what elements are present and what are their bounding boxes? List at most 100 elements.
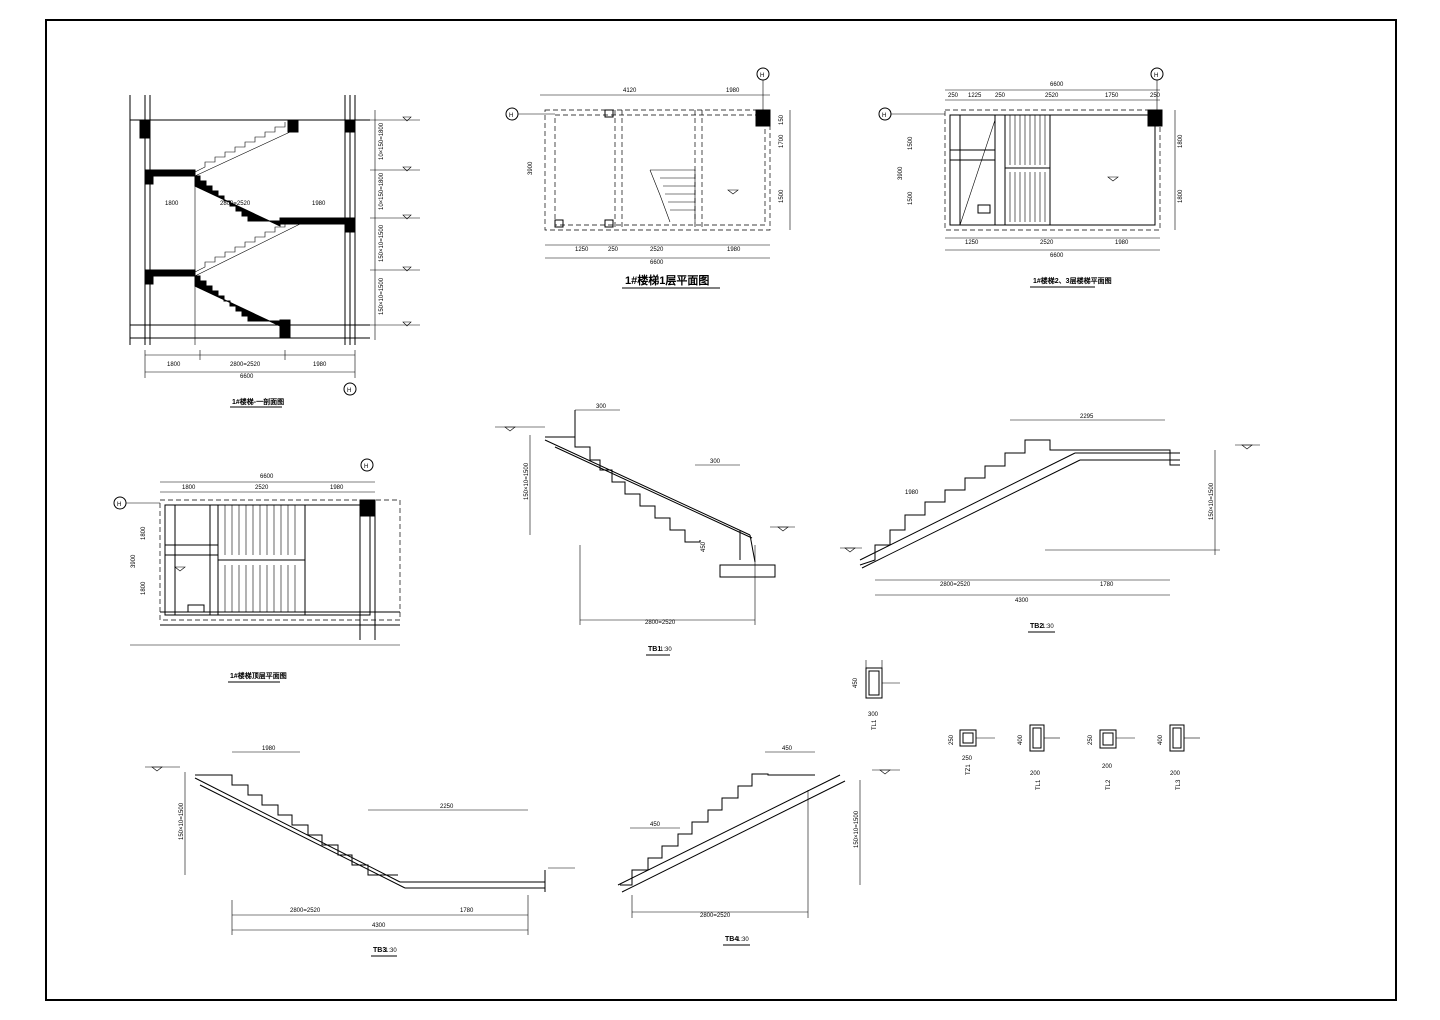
plan-1: 4120 1980 H H 3900 1700 1500 150 bbox=[505, 67, 791, 289]
section-level-1: 10×150=1800 bbox=[379, 122, 385, 160]
tb1-title: TB1 bbox=[648, 646, 661, 653]
plan2-treads-upper bbox=[1009, 115, 1046, 165]
plan3-axis-left-label: H bbox=[117, 502, 121, 508]
beam-2-label: TZ1 bbox=[966, 764, 972, 775]
beam-4-label: TL2 bbox=[1106, 779, 1112, 790]
tb4-dim-3: 2800=2520 bbox=[700, 913, 731, 919]
beam-sections: 450 300 TL1 250 250 TZ1 400 200 TL1 25 bbox=[853, 660, 1200, 790]
plan3-dim-side-2: 3900 bbox=[131, 554, 137, 568]
section-title: 1#楼梯-一剖面图 bbox=[232, 397, 284, 406]
plan1-dim-side-3: 1500 bbox=[779, 189, 785, 203]
plan3-treads bbox=[224, 505, 296, 612]
tb4-dim-4: 150×10=1500 bbox=[854, 810, 860, 848]
plan1-dim-side-4: 150 bbox=[779, 114, 785, 125]
tb1-dim-5: 2800=2520 bbox=[645, 620, 676, 626]
tb4-scale: 1:30 bbox=[737, 937, 749, 943]
beam-1-height: 450 bbox=[853, 677, 859, 688]
tb3-title: TB3 bbox=[373, 947, 386, 954]
tb3-dim-6: 150×10=1500 bbox=[179, 802, 185, 840]
plan2-title: 1#楼梯2、3层楼梯平面图 bbox=[1033, 276, 1112, 285]
section-bottom-dim-2: 2800=2520 bbox=[230, 362, 261, 368]
plan1-dim-bottom-4: 1980 bbox=[727, 247, 741, 253]
tb3-scale: 1:30 bbox=[385, 948, 397, 954]
section-dim-b: 2800=2520 bbox=[220, 201, 251, 207]
beam-section-3: 400 200 TL1 bbox=[1018, 724, 1060, 790]
beam-3-label: TL1 bbox=[1036, 779, 1042, 790]
beam-1-label: TL1 bbox=[872, 719, 878, 730]
section-dim-a: 1800 bbox=[165, 201, 179, 207]
plan2-dim-bottom-3: 1980 bbox=[1115, 240, 1129, 246]
plan2-dim-bottom-total: 6600 bbox=[1050, 253, 1064, 259]
beam-3-height: 400 bbox=[1018, 734, 1024, 745]
tb4-dim-2: 450 bbox=[650, 822, 661, 828]
plan1-dim-top-1: 4120 bbox=[623, 88, 637, 94]
tb2-detail: 2295 1980 150×10=1500 2800=2520 1780 430… bbox=[840, 414, 1260, 633]
plan2-dim-top-2: 1225 bbox=[968, 93, 982, 99]
tb3-detail: 1980 2250 150×10=1500 2800=2520 1780 430… bbox=[145, 746, 575, 957]
plan2-dim-top-3: 250 bbox=[995, 93, 1006, 99]
plan1-dim-top-2: 1980 bbox=[726, 88, 740, 94]
sheet-border bbox=[45, 19, 1397, 1001]
beam-3-width: 200 bbox=[1030, 771, 1041, 777]
tb2-dim-2: 1980 bbox=[905, 490, 919, 496]
plan1-axis-left-label: H bbox=[509, 113, 513, 119]
plan2-dim-top-6: 250 bbox=[1150, 93, 1161, 99]
plan2-dim-top-4: 2520 bbox=[1045, 93, 1059, 99]
plan1-dim-bottom-1: 1250 bbox=[575, 247, 589, 253]
plan2-treads-lower bbox=[1009, 172, 1046, 222]
beam-2-height: 250 bbox=[949, 734, 955, 745]
plan2-axis-top-label: H bbox=[1154, 73, 1158, 79]
plan1-axis-top-label: H bbox=[760, 73, 764, 79]
plan1-dim-side-1: 3900 bbox=[528, 161, 534, 175]
plan3-axis-top bbox=[360, 458, 374, 472]
tb1-detail: 300 300 150×10=1500 450 2800=2520 TB1 1:… bbox=[495, 404, 795, 656]
section-bottom-dim-1: 1800 bbox=[167, 362, 181, 368]
section-bottom-dim-3: 1980 bbox=[313, 362, 327, 368]
plan3-dim-top-1: 1800 bbox=[182, 485, 196, 491]
tb1-dim-3: 150×10=1500 bbox=[524, 462, 530, 500]
plan-2: 6600 250 1225 250 2520 1750 250 bbox=[878, 67, 1184, 288]
beam-5-width: 200 bbox=[1170, 771, 1181, 777]
tb1-dim-1: 300 bbox=[596, 404, 607, 410]
beam-5-label: TL3 bbox=[1176, 779, 1182, 790]
tb2-dim-4: 1780 bbox=[1100, 582, 1114, 588]
plan2-dim-top-5: 1750 bbox=[1105, 93, 1119, 99]
section-axis-bubble bbox=[343, 382, 357, 396]
beam-4-width: 200 bbox=[1102, 764, 1113, 770]
plan2-dim-bottom-2: 2520 bbox=[1040, 240, 1054, 246]
tb2-title: TB2 bbox=[1030, 623, 1043, 630]
beam-section-4: 250 200 TL2 bbox=[1088, 729, 1135, 790]
plan1-title: 1#楼梯1层平面图 bbox=[625, 273, 709, 287]
beam-section-1: 450 300 TL1 bbox=[853, 660, 900, 730]
tb4-detail: 450 450 150×10=1500 2800=2520 TB4 1:30 bbox=[617, 746, 900, 946]
plan3-dim-top-2: 2520 bbox=[255, 485, 269, 491]
plan3-dim-side-3: 1800 bbox=[141, 581, 147, 595]
plan-3: 6600 1800 2520 1980 bbox=[113, 458, 401, 683]
tb4-dim-1: 450 bbox=[782, 746, 793, 752]
plan3-dim-top-total: 6600 bbox=[260, 474, 274, 480]
section-bottom-total: 6600 bbox=[240, 374, 254, 380]
tb1-scale: 1:30 bbox=[660, 647, 672, 653]
plan2-dim-bottom-1: 1250 bbox=[965, 240, 979, 246]
section-level-4: 150×10=1500 bbox=[379, 277, 385, 315]
beam-5-height: 400 bbox=[1158, 734, 1164, 745]
plan2-dim-side-5: 1800 bbox=[1178, 189, 1184, 203]
beam-section-2: 250 250 TZ1 bbox=[949, 729, 995, 775]
beam-4-height: 250 bbox=[1088, 734, 1094, 745]
plan3-dim-side-1: 1800 bbox=[141, 526, 147, 540]
tb3-dim-1: 1980 bbox=[262, 746, 276, 752]
tb2-dim-1: 2295 bbox=[1080, 414, 1094, 420]
section-level-3: 150×10=1500 bbox=[379, 224, 385, 262]
plan3-title: 1#楼梯顶层平面图 bbox=[230, 671, 287, 680]
beam-section-5: 400 200 TL3 bbox=[1158, 724, 1200, 790]
plan1-dim-side-2: 1700 bbox=[779, 134, 785, 148]
tb2-dim-6: 150×10=1500 bbox=[1209, 482, 1215, 520]
tb3-dim-4: 1780 bbox=[460, 908, 474, 914]
section-axis-label: H bbox=[347, 388, 351, 394]
tb2-dim-5: 4300 bbox=[1015, 598, 1029, 604]
plan1-dim-bottom-3: 2520 bbox=[650, 247, 664, 253]
plan1-dim-bottom-total: 6600 bbox=[650, 260, 664, 266]
tb3-dim-2: 2250 bbox=[440, 804, 454, 810]
plan2-dim-side-1: 1500 bbox=[908, 136, 914, 150]
